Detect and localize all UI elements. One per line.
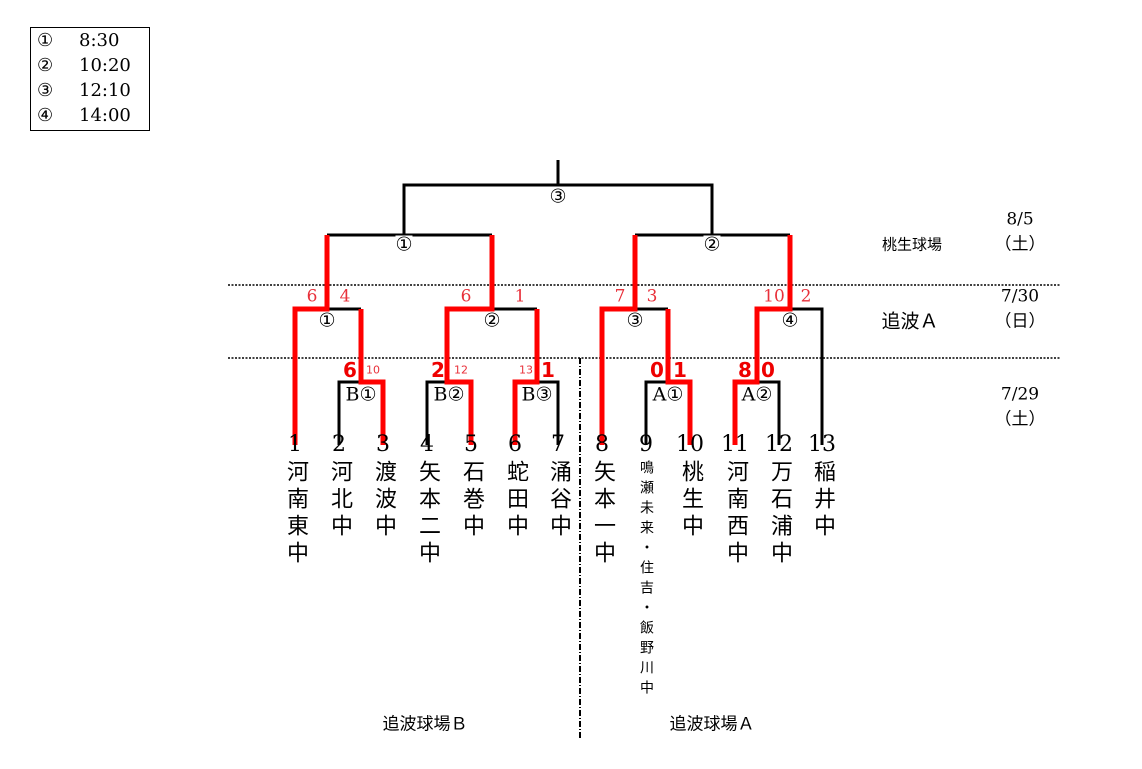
team-name: 万石浦中: [767, 460, 792, 568]
team-name: 河北中: [327, 460, 352, 541]
venue-label-right: 追波球場Ａ: [669, 714, 755, 735]
team-name: 渡波中: [371, 460, 396, 541]
round2-label: ④: [781, 309, 799, 332]
round1-label: B①: [345, 383, 377, 406]
score: 0: [650, 358, 664, 382]
semi-label: ①: [395, 233, 413, 256]
date-label: 8/5: [1006, 209, 1034, 230]
semi-label: ②: [703, 233, 721, 256]
team-number: 9: [639, 432, 653, 457]
score: 3: [646, 286, 658, 307]
score: 0: [761, 358, 775, 382]
team-name: 石巻中: [459, 460, 484, 541]
score: 10: [763, 286, 785, 307]
score: 1: [673, 358, 687, 382]
score: 1: [541, 358, 555, 382]
score: 12: [454, 363, 468, 377]
round2-label: ①: [318, 309, 336, 332]
round1-label: B②: [433, 383, 465, 406]
team-number: 6: [508, 432, 522, 457]
score: 8: [738, 358, 752, 382]
team-number: 5: [464, 432, 478, 457]
team-number: 13: [808, 432, 836, 457]
team-name: 鳴瀬未来・住吉・飯野川中: [638, 460, 654, 700]
score: 2: [431, 358, 445, 382]
score: 10: [366, 363, 380, 377]
score: 1: [514, 286, 526, 307]
date-label: 7/30: [1000, 286, 1040, 307]
team-name: 桃生中: [678, 460, 703, 541]
team-number: 2: [332, 432, 346, 457]
score: 13: [519, 363, 533, 377]
team-number: 11: [721, 432, 749, 457]
team-name: 涌谷中: [546, 460, 571, 541]
round1-label: A②: [741, 383, 773, 406]
score: 6: [343, 358, 357, 382]
venue-label: 桃生球場: [881, 235, 943, 254]
score: 2: [800, 286, 812, 307]
score: 4: [339, 286, 351, 307]
team-name: 矢本二中: [415, 460, 440, 568]
day-label: （土）: [994, 409, 1046, 430]
day-label: （日）: [994, 311, 1046, 332]
score: 6: [306, 286, 318, 307]
day-label: （土）: [994, 234, 1046, 255]
team-name: 河南西中: [723, 460, 748, 568]
team-name: 稲井中: [810, 460, 835, 541]
score: 6: [460, 286, 472, 307]
team-name: 矢本一中: [590, 460, 615, 568]
team-number: 3: [376, 432, 390, 457]
team-number: 1: [288, 432, 302, 457]
team-number: 7: [551, 432, 565, 457]
round2-label: ③: [626, 309, 644, 332]
team-number: 12: [765, 432, 793, 457]
winner-lines: [292, 235, 793, 445]
team-name: 河南東中: [283, 460, 308, 568]
black-lines: [327, 160, 824, 445]
round1-label: A①: [652, 383, 684, 406]
venue-label-left: 追波球場Ｂ: [382, 714, 468, 735]
team-number: 10: [676, 432, 704, 457]
round1-label: B③: [521, 383, 553, 406]
score: 7: [614, 286, 626, 307]
team-number: 8: [595, 432, 609, 457]
team-number: 4: [420, 432, 434, 457]
venue-label: 追波Ａ: [881, 310, 939, 333]
final-label: ③: [549, 185, 567, 208]
team-name: 蛇田中: [503, 460, 528, 541]
round2-label: ②: [483, 309, 501, 332]
date-label: 7/29: [1000, 384, 1040, 405]
